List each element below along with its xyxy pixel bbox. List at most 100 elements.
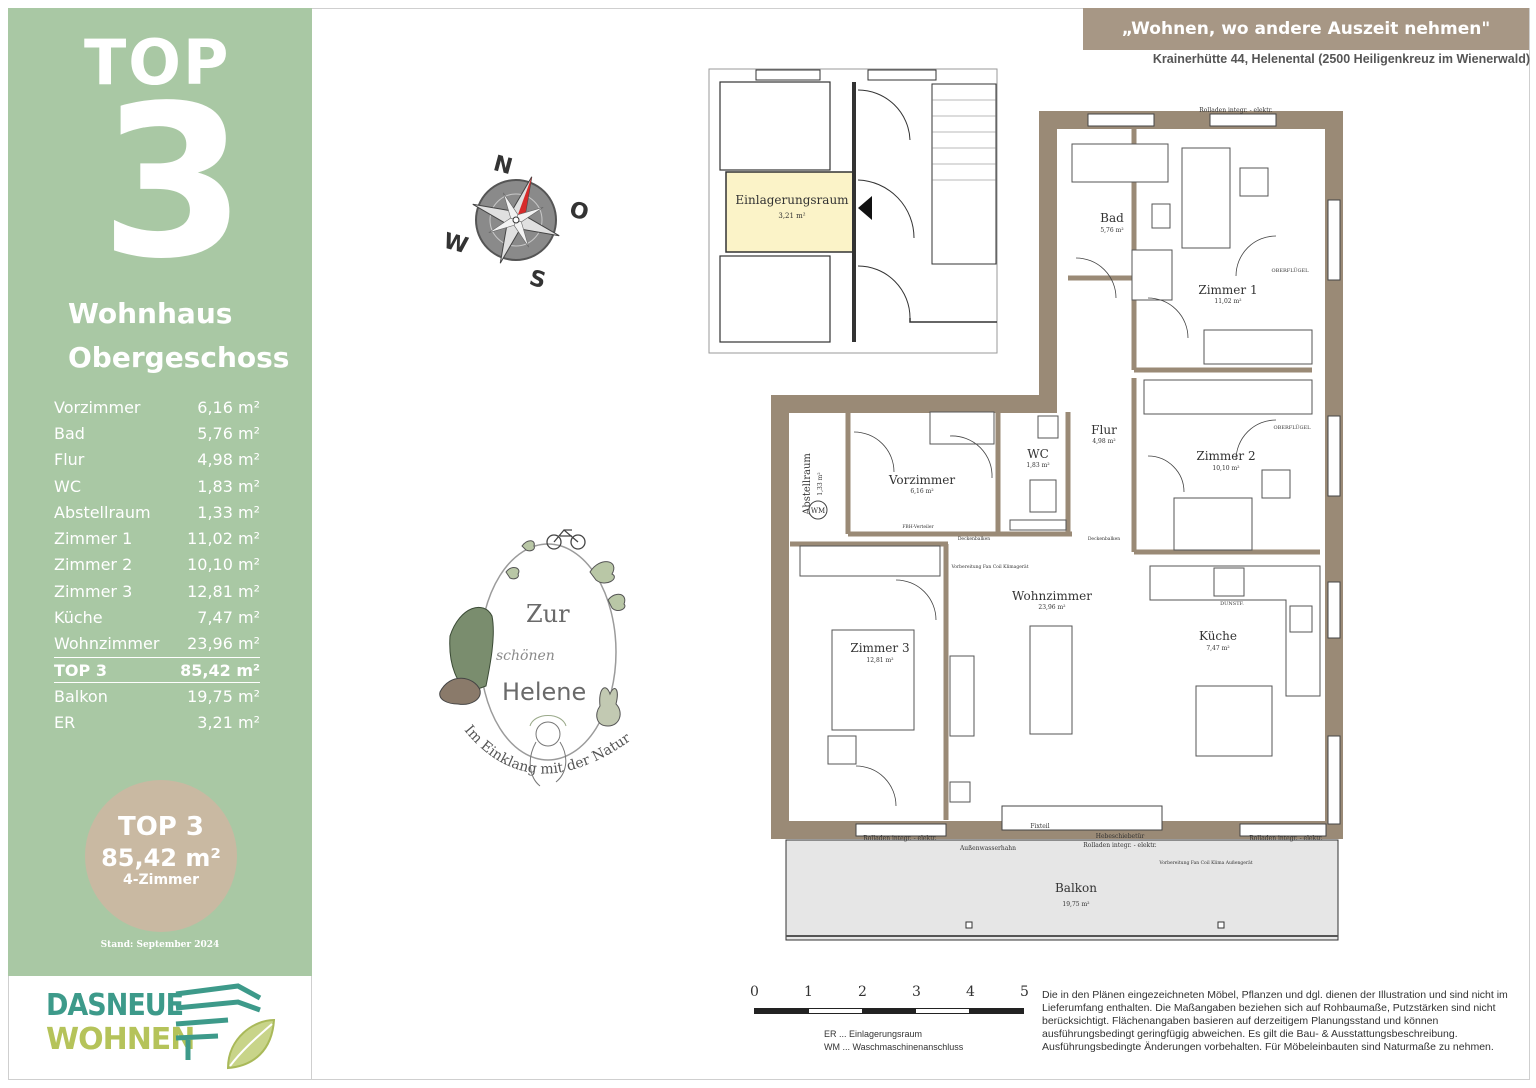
apartment-walls	[771, 111, 1343, 839]
zimmer1-name: Zimmer 1	[1198, 283, 1257, 297]
room-name: Zimmer 2	[54, 555, 133, 575]
summary-badge: TOP 3 85,42 m² 4-Zimmer	[85, 780, 237, 932]
oberfluegel1: OBERFLÜGEL	[1272, 267, 1310, 274]
scale-tick: 3	[912, 984, 921, 1000]
bed	[831, 629, 915, 731]
hebe-label: Hebeschiebetür	[1096, 833, 1145, 840]
emblem-line2: schönen	[496, 648, 555, 664]
scale-graphic	[754, 1008, 1024, 1014]
kueche-area: 7,47 m²	[1206, 645, 1230, 652]
room-area: 23,96 m²	[187, 634, 260, 654]
room-name: WC	[54, 476, 81, 496]
tv-board	[949, 655, 975, 737]
company-logo: DASNEUE WOHNEN	[40, 978, 280, 1074]
bad-name: Bad	[1100, 211, 1124, 225]
compass-icon: N O S W	[441, 151, 592, 294]
dining-table	[1195, 685, 1273, 757]
room-area: 6,16 m²	[197, 397, 260, 417]
room-name: Abstellraum	[54, 502, 151, 522]
kitchen-counter	[1149, 565, 1321, 697]
rabbit-icon	[596, 687, 621, 727]
oberfluegel2: OBERFLÜGEL	[1274, 424, 1312, 431]
window	[1327, 581, 1341, 639]
wc-shelf	[1009, 519, 1067, 531]
building-leaf-icon	[175, 983, 276, 1070]
balcony-area: 19,75 m²	[1062, 901, 1090, 908]
room-area: 11,02 m²	[187, 529, 260, 549]
scale-tick: 1	[804, 984, 813, 1000]
sink	[1289, 605, 1313, 633]
vorbereitung-label-1: Vorbereitung Fan Coil Klimagerät	[950, 564, 1028, 570]
stove	[949, 781, 971, 803]
wc-name: WC	[1027, 447, 1049, 461]
window	[855, 823, 947, 837]
wardrobe	[1143, 379, 1313, 415]
butterfly-icon	[505, 540, 626, 611]
room-name: ER	[54, 713, 76, 733]
rolladen-right-label: Rolladen integr. - elektr.	[1249, 835, 1323, 842]
scale-tick: 5	[1020, 984, 1029, 1000]
building-title: Wohnhaus Obergeschoss	[68, 292, 289, 380]
scale-tick: 2	[858, 984, 867, 1000]
building-line2: Obergeschoss	[68, 341, 290, 374]
wardrobe	[799, 545, 941, 577]
vorbereitung-label-2: Vorbereitung Fan Coil Klima Außengerät	[1158, 860, 1252, 866]
abstellraum-area: 1,33 m²	[817, 472, 824, 496]
legend-er: ER ... Einlagerungsraum	[824, 1029, 923, 1039]
fox-and-bear-icon	[439, 606, 494, 705]
room-row: Zimmer 1 11,02 m²	[54, 525, 260, 551]
wm-label: WM	[811, 507, 825, 515]
compass-s: S	[527, 266, 549, 294]
room-area: 12,81 m²	[187, 581, 260, 601]
zimmer2-name: Zimmer 2	[1196, 449, 1255, 463]
bicycle-icon	[546, 529, 586, 550]
abstellraum-name: Abstellraum	[802, 453, 813, 516]
washbasin	[1151, 203, 1171, 229]
verteiler-label: FBH-Verteiler	[902, 524, 934, 530]
window	[1239, 823, 1327, 837]
shower	[1131, 249, 1173, 301]
cooktop	[1213, 567, 1245, 597]
wardrobe	[1203, 329, 1313, 365]
window	[1209, 113, 1277, 127]
legend-wm: WM ... Waschmaschinenanschluss	[824, 1042, 964, 1052]
room-name: Zimmer 1	[54, 529, 133, 549]
logo-line1: DASNEUE	[46, 988, 184, 1023]
compass-n: N	[491, 151, 515, 180]
compass-o: O	[567, 197, 592, 226]
sliding-door	[1001, 805, 1163, 831]
legend: ER ... Einlagerungsraum WM ... Waschmasc…	[824, 1028, 963, 1054]
badge-area: 85,42 m²	[101, 844, 221, 872]
zimmer2-area: 10,10 m²	[1212, 465, 1240, 472]
room-name: Zimmer 3	[54, 581, 133, 601]
bed	[1181, 147, 1231, 249]
sofa	[1029, 625, 1073, 735]
wc-area: 1,83 m²	[1026, 462, 1050, 469]
rolladen-top-label: Rolladen integr. - elektr.	[1199, 107, 1273, 114]
address: Krainerhütte 44, Helenental (2500 Heilig…	[1152, 52, 1530, 66]
room-name: TOP 3	[54, 660, 107, 680]
scale-numbers: 0 1 2 3 4 5	[748, 984, 1038, 1002]
wohnzimmer-area: 23,96 m²	[1038, 604, 1066, 611]
flur-area: 4,98 m²	[1092, 438, 1116, 445]
hebe-label-2: Rolladen integr. - elektr.	[1083, 842, 1157, 849]
toilet	[1029, 479, 1057, 513]
flur-name: Flur	[1091, 423, 1117, 437]
vorzimmer-area: 6,16 m²	[910, 488, 934, 495]
helene-emblem: Zur schönen Helene Im Einklang mit der N…	[439, 529, 634, 787]
room-name: Bad	[54, 423, 85, 443]
deckenbalken-label-2: Deckenbalken	[1088, 536, 1120, 542]
storage-plan: Einlagerungsraum 3,21 m²	[708, 68, 998, 354]
chair	[1239, 167, 1269, 197]
room-name: Küche	[54, 608, 103, 628]
zimmer1-area: 11,02 m²	[1214, 298, 1242, 305]
